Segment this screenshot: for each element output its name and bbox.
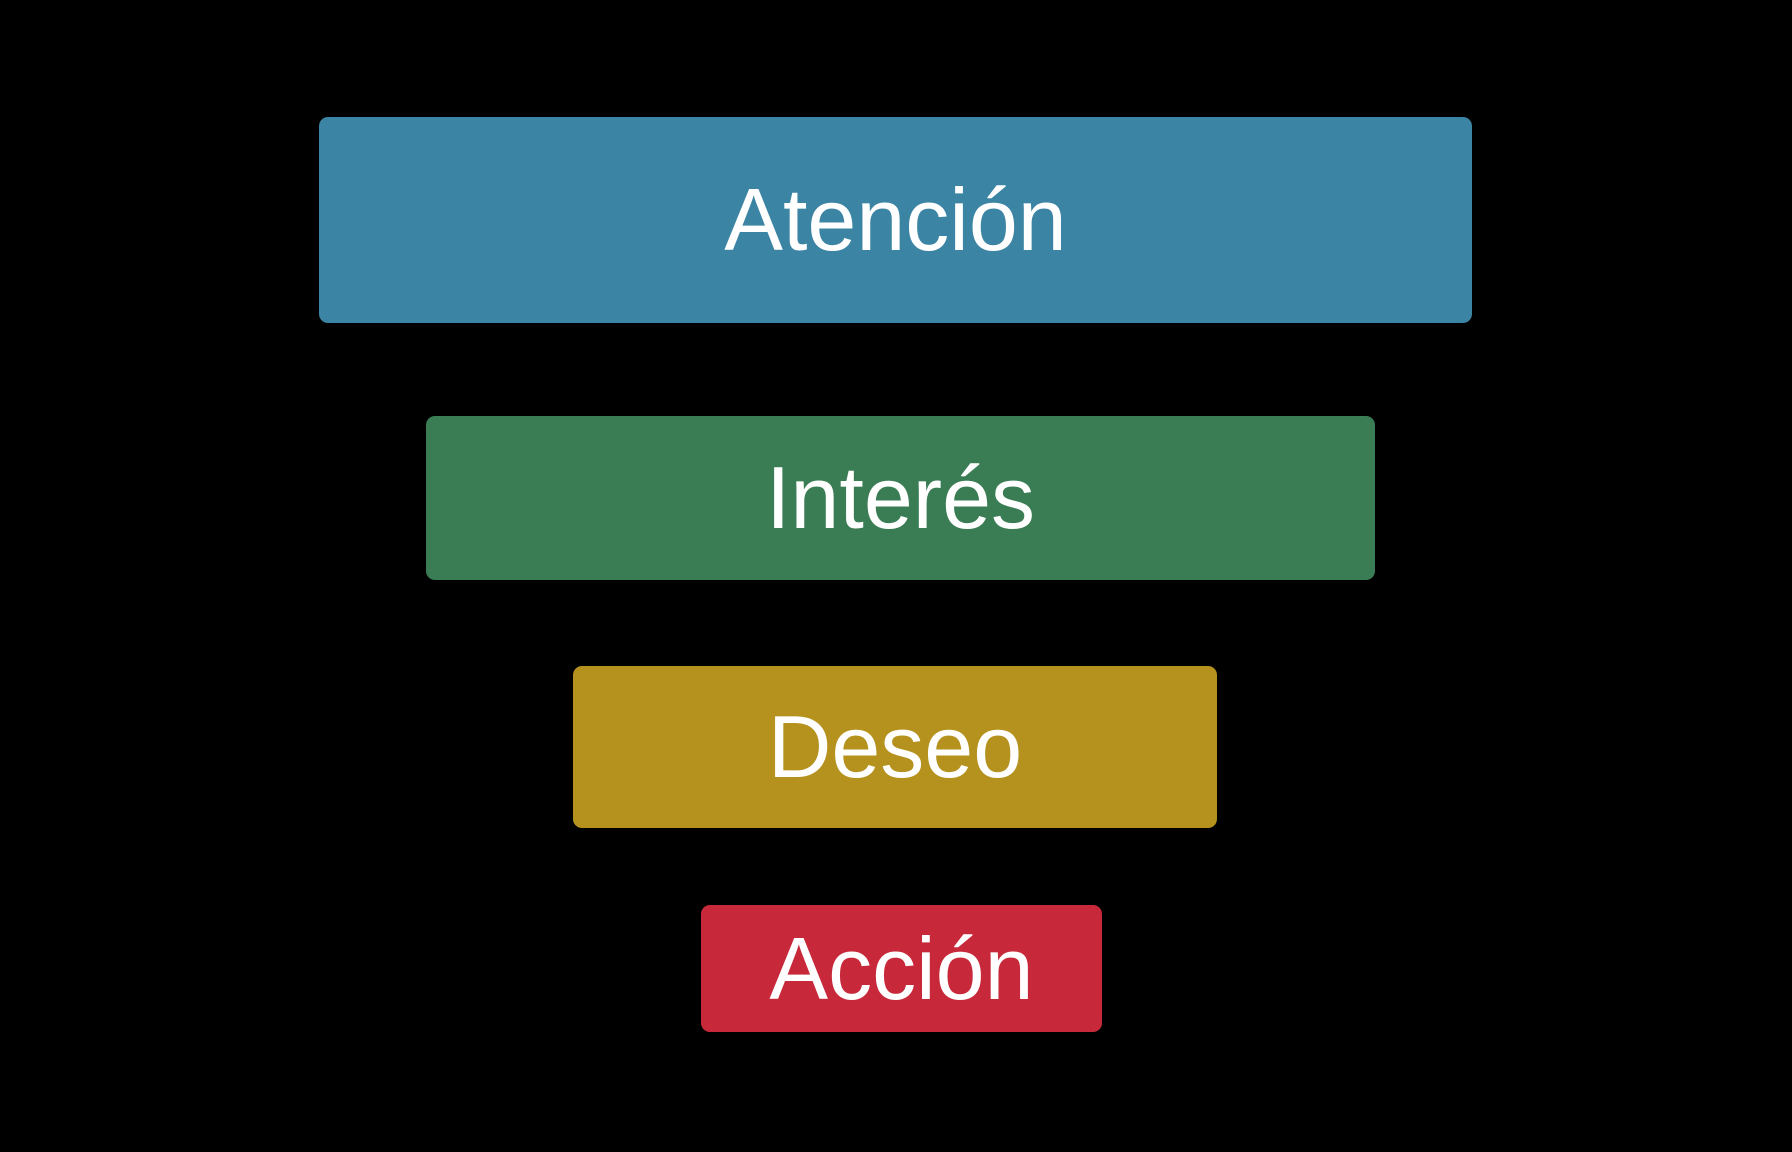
funnel-level-interest: Interés <box>426 416 1375 580</box>
funnel-level-attention-label: Atención <box>724 170 1067 269</box>
funnel-level-interest-label: Interés <box>765 448 1036 547</box>
funnel-level-desire: Deseo <box>573 666 1217 828</box>
funnel-level-attention: Atención <box>319 117 1472 323</box>
funnel-level-desire-label: Deseo <box>767 697 1023 796</box>
funnel-level-action-label: Acción <box>769 918 1034 1018</box>
funnel-level-action: Acción <box>701 905 1102 1032</box>
